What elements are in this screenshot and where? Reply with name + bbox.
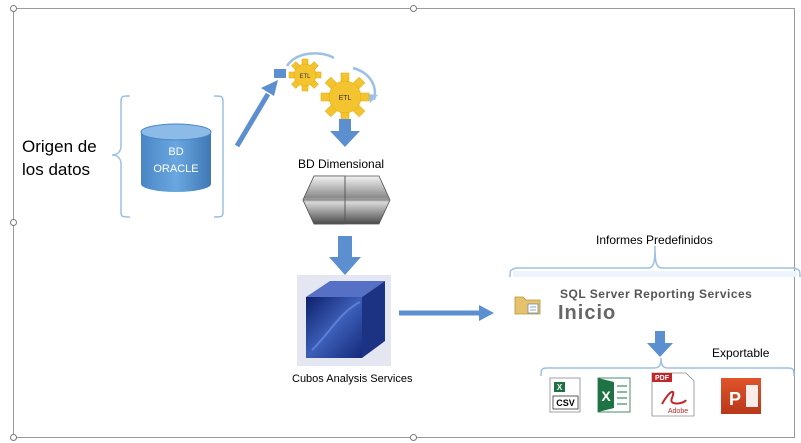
export-bracket [540, 357, 795, 377]
reports-bracket-band [513, 271, 797, 277]
etl-cycle-arrowhead [368, 94, 378, 103]
etl-label-2: ETL [339, 95, 352, 102]
origin-label: Origen de los datos [22, 135, 97, 181]
etl-gear-small-icon [288, 58, 322, 92]
excel-icon[interactable]: X [597, 377, 631, 413]
csv-file-icon[interactable]: X CSV [549, 377, 581, 413]
powerpoint-icon-label: P [729, 389, 741, 409]
cube-to-reports-arrow [399, 305, 494, 321]
pdf-icon[interactable]: PDF Adobe [651, 372, 695, 417]
csv-icon-label: CSV [556, 398, 575, 408]
powerpoint-icon[interactable]: P [721, 378, 761, 414]
oracle-database-icon [140, 123, 212, 192]
report-folder-icon [514, 296, 541, 315]
cube-label: Cubos Analysis Services [292, 373, 413, 385]
pdf-icon-sublabel: Adobe [668, 408, 688, 415]
resize-handle-bottom-left[interactable] [10, 434, 17, 441]
resize-handle-left-middle[interactable] [10, 219, 17, 226]
origin-label-line2: los datos [22, 160, 91, 179]
etl-source-block-icon [274, 69, 286, 78]
db-to-etl-arrow [234, 80, 278, 148]
dimensional-label: BD Dimensional [298, 157, 385, 171]
etl-to-dimensional-arrow [330, 119, 360, 147]
origin-label-line1: Origen de [22, 137, 97, 156]
source-bracket [111, 95, 224, 218]
resize-handle-top-center[interactable] [410, 5, 417, 12]
ssrs-inicio-link[interactable]: Inicio [558, 302, 617, 324]
ssrs-title: SQL Server Reporting Services [560, 287, 753, 301]
excel-icon-label: X [601, 388, 611, 404]
export-label: Exportable [712, 346, 770, 360]
dimensional-model-icon [302, 175, 391, 225]
database-label-line2: ORACLE [153, 163, 198, 175]
svg-text:X: X [557, 383, 563, 392]
etl-label-1: ETL [299, 74, 311, 80]
reports-to-export-arrow [647, 331, 673, 357]
analysis-cube-icon [297, 275, 391, 366]
database-label-line1: BD [168, 146, 183, 158]
resize-handle-top-left[interactable] [10, 5, 17, 12]
etl-gear-large-icon [320, 72, 370, 122]
reports-header: Informes Predefinidos [596, 233, 713, 247]
pdf-icon-label: PDF [655, 375, 670, 382]
reports-bracket [509, 245, 801, 278]
dimensional-to-cube-arrow [329, 236, 361, 275]
resize-handle-bottom-center[interactable] [410, 434, 417, 441]
